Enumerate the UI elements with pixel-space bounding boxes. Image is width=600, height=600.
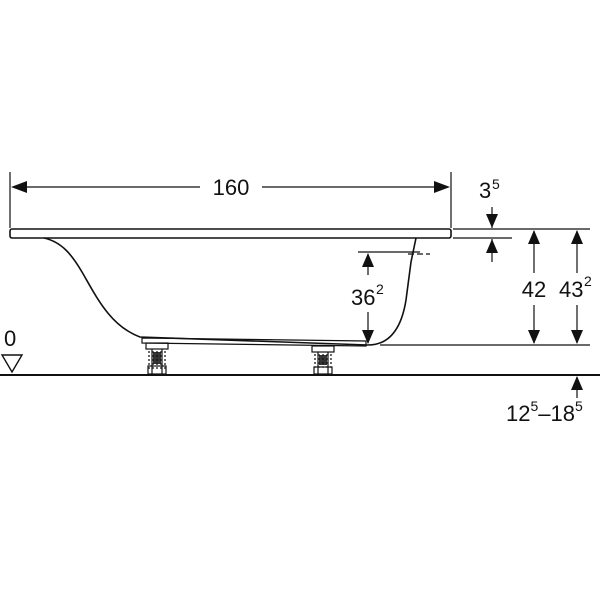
bathtub-base <box>141 337 367 347</box>
rim-thickness-label: 3 <box>479 178 491 203</box>
bathtub-body <box>43 237 417 346</box>
arrow-down-icon <box>362 330 374 344</box>
arrow-up-icon <box>571 376 583 390</box>
bathtub-rim <box>9 228 452 239</box>
arrow-down-icon <box>571 330 583 344</box>
leg-range-separator: – <box>538 401 551 426</box>
arrow-up-icon <box>571 230 583 244</box>
arrow-down-icon <box>486 214 498 228</box>
length-dimension: 160 <box>9 172 452 228</box>
rim-thickness-sup: 5 <box>492 176 500 192</box>
floor-level-label: 0 <box>4 326 16 351</box>
foot-left <box>145 342 169 375</box>
inner-depth-label: 36 <box>351 285 375 310</box>
arrow-right-icon <box>434 181 450 193</box>
leg-range-min-sup: 5 <box>530 398 538 414</box>
leg-range-max-sup: 5 <box>575 398 583 414</box>
total-height-label: 43 <box>559 277 583 302</box>
foot-right <box>311 345 335 375</box>
bathtub <box>9 228 452 347</box>
rim-thickness-dimension: 3 5 <box>453 176 512 262</box>
floor-level-marker: 0 <box>0 326 24 374</box>
arrow-up-icon <box>362 253 374 267</box>
inner-depth-dimension: 36 2 <box>351 251 420 344</box>
arrow-up-icon <box>528 230 540 244</box>
level-triangle-icon <box>0 354 24 374</box>
leg-range-max: 18 <box>551 401 575 426</box>
total-height-dimension: 43 2 <box>545 228 592 346</box>
leg-range-label: 125–185 <box>506 398 583 426</box>
leg-range-min: 12 <box>506 401 530 426</box>
length-label: 160 <box>213 175 250 200</box>
arrow-down-icon <box>528 330 540 344</box>
depth-label: 42 <box>522 277 546 302</box>
total-height-sup: 2 <box>584 273 592 289</box>
arrow-left-icon <box>11 181 27 193</box>
leg-range-dimension: 125–185 <box>506 376 583 426</box>
arrow-up-icon <box>486 239 498 253</box>
depth-dimension: 42 <box>380 228 546 346</box>
inner-depth-sup: 2 <box>376 281 384 297</box>
